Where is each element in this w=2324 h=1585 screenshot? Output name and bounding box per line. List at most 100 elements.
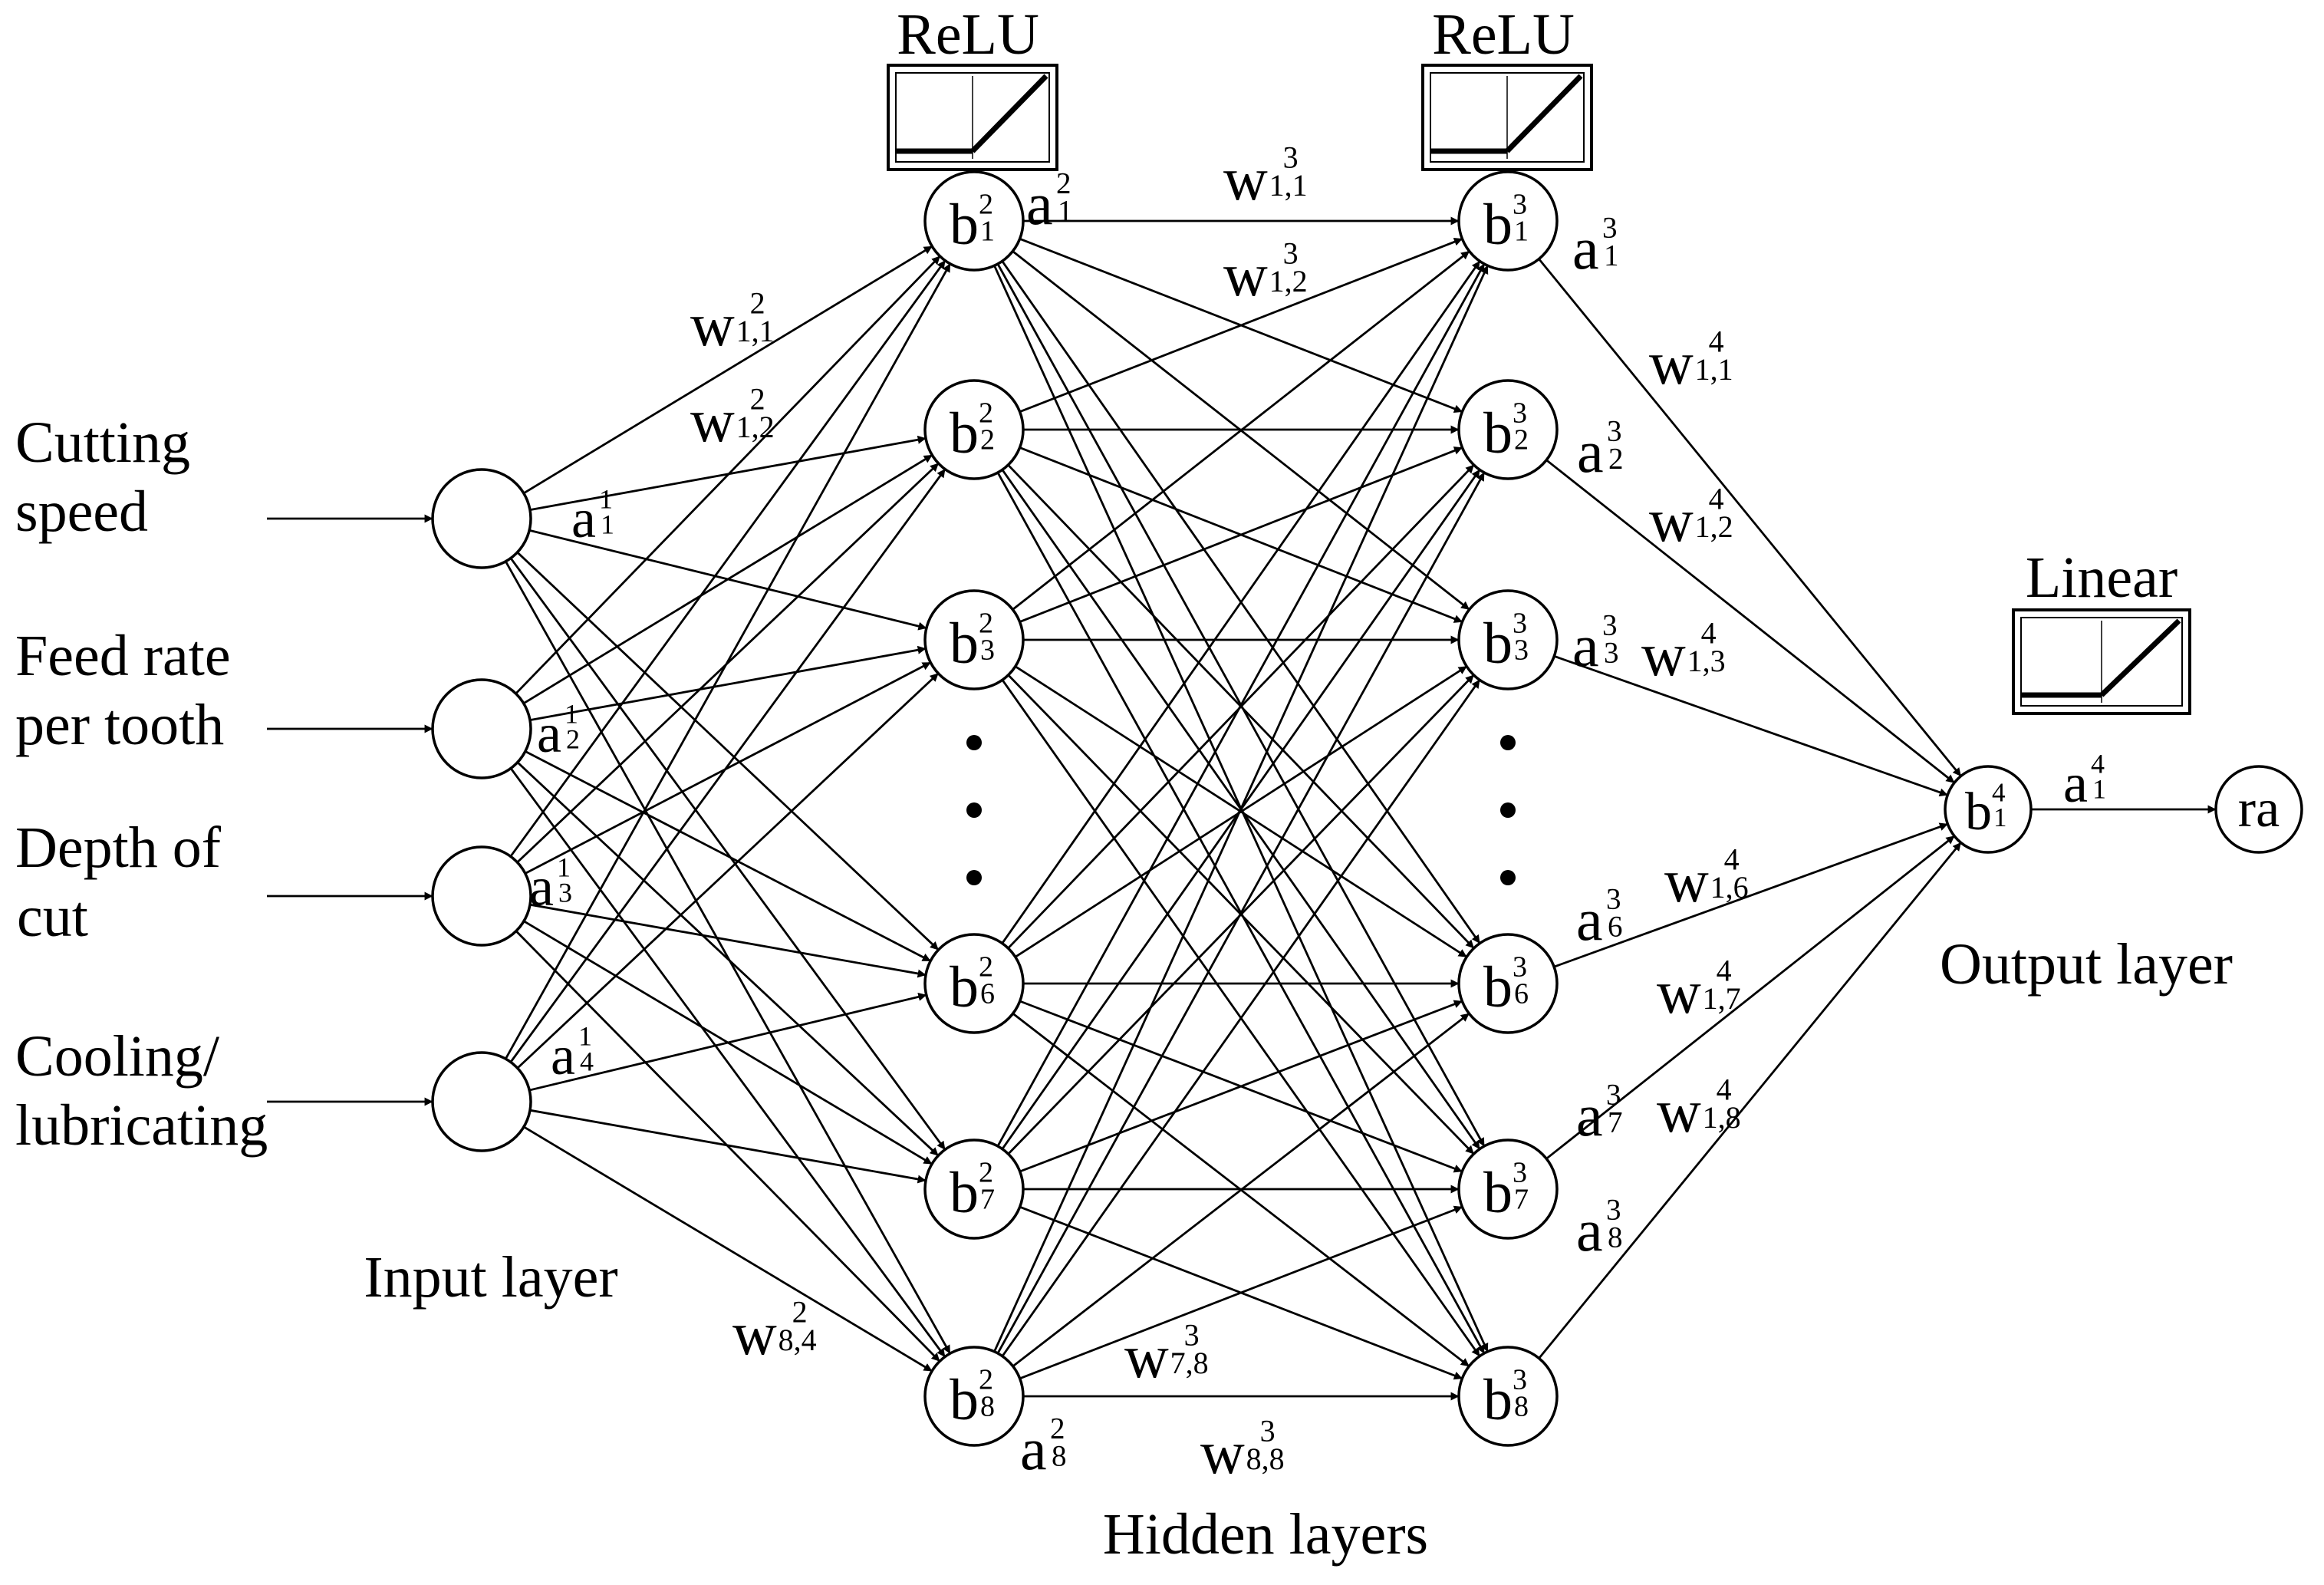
svg-text:a: a <box>537 703 561 764</box>
edge-h1-6-h2-4 <box>1012 1013 1470 1367</box>
svg-text:2: 2 <box>979 951 993 983</box>
svg-text:b: b <box>1483 401 1513 466</box>
hidden2-node-4 <box>1457 933 1559 1034</box>
hidden1-node-6 <box>923 1346 1025 1447</box>
edge-in1-h1-6 <box>505 561 951 1354</box>
svg-text:3: 3 <box>1283 236 1299 270</box>
svg-text:3: 3 <box>1513 951 1527 983</box>
output-node <box>1944 765 2033 854</box>
svg-text:1: 1 <box>599 484 613 515</box>
svg-text:b: b <box>950 955 979 1020</box>
svg-text:2: 2 <box>979 607 993 639</box>
edge-h2-1-out <box>1538 258 1962 777</box>
svg-text:3: 3 <box>1513 397 1527 429</box>
svg-text:7: 7 <box>1608 1106 1623 1138</box>
svg-text:w: w <box>1657 1078 1701 1145</box>
hidden-layers-title: Hidden layers <box>1103 1502 1428 1567</box>
svg-text:1,7: 1,7 <box>1703 981 1741 1016</box>
input-node-2 <box>431 678 532 779</box>
svg-text:a: a <box>1572 215 1599 282</box>
svg-text:a: a <box>1020 1415 1047 1482</box>
svg-text:b: b <box>950 1368 979 1432</box>
edge-h2-4-out <box>1553 822 1948 968</box>
relu-plot-hidden2 <box>1421 64 1593 171</box>
svg-text:b: b <box>1483 1161 1513 1225</box>
svg-text:8,4: 8,4 <box>779 1323 817 1357</box>
edge-h1-6-h2-2 <box>996 472 1486 1354</box>
edge-h2-3-out <box>1553 654 1948 797</box>
svg-text:a: a <box>1026 170 1053 237</box>
hidden2-node-5 <box>1457 1138 1559 1240</box>
ra-node <box>2214 765 2303 854</box>
svg-text:1: 1 <box>1993 802 2007 832</box>
ellipsis-dot-2-3 <box>1500 870 1516 885</box>
svg-text:a: a <box>1577 418 1604 485</box>
svg-text:w: w <box>1200 1419 1245 1487</box>
svg-text:w: w <box>1223 146 1268 213</box>
svg-text:2: 2 <box>792 1294 808 1329</box>
svg-text:4: 4 <box>1992 778 2006 808</box>
edge-h1-4-h2-1 <box>1001 260 1481 944</box>
svg-text:3: 3 <box>1184 1317 1200 1352</box>
svg-text:8: 8 <box>1514 1390 1529 1422</box>
svg-text:1,2: 1,2 <box>1695 509 1733 544</box>
hidden1-node-4 <box>923 933 1025 1034</box>
svg-text:b: b <box>1483 611 1513 676</box>
svg-text:2: 2 <box>566 724 580 755</box>
svg-text:w: w <box>1649 330 1694 397</box>
svg-text:b: b <box>1483 193 1513 257</box>
edge-in3-h1-1 <box>509 259 946 858</box>
edge-in4-h1-5 <box>529 1109 927 1184</box>
svg-text:3: 3 <box>1606 1078 1621 1111</box>
svg-text:7: 7 <box>980 1183 995 1215</box>
hidden1-node-2 <box>923 379 1025 480</box>
svg-text:a: a <box>2063 753 2088 814</box>
svg-text:a: a <box>1572 612 1599 679</box>
svg-text:w: w <box>1657 959 1701 1026</box>
svg-text:1,2: 1,2 <box>1269 264 1308 298</box>
svg-text:8,8: 8,8 <box>1246 1442 1285 1476</box>
linear-plot-output <box>2012 608 2191 715</box>
svg-text:7,8: 7,8 <box>1170 1346 1209 1380</box>
edge-in4-h1-4 <box>528 993 927 1092</box>
edge-in1-h1-5 <box>509 557 946 1151</box>
edge-in2-h1-1 <box>515 255 941 695</box>
svg-text:1: 1 <box>601 509 614 540</box>
edge-h1-5-h2-4 <box>1019 1000 1463 1173</box>
hidden2-node-3 <box>1457 589 1559 690</box>
input-node-1 <box>431 468 532 569</box>
edge-h1-5-h2-1 <box>996 263 1486 1147</box>
svg-text:4: 4 <box>1701 615 1717 650</box>
hidden1-node-1 <box>923 170 1025 272</box>
edge-in2-h1-5 <box>516 761 940 1157</box>
svg-text:w: w <box>1641 621 1686 689</box>
hidden2-node-1 <box>1457 170 1559 272</box>
svg-text:3: 3 <box>1604 636 1619 669</box>
edge-h1-2-h2-1 <box>1019 237 1463 414</box>
svg-text:3: 3 <box>1514 634 1529 666</box>
svg-text:4: 4 <box>2091 749 2105 779</box>
svg-text:2: 2 <box>1050 1412 1065 1445</box>
svg-text:3: 3 <box>1513 188 1527 220</box>
svg-text:2: 2 <box>979 397 993 429</box>
edge-h2-5-out <box>1545 835 1955 1160</box>
svg-text:1,3: 1,3 <box>1687 644 1726 678</box>
relu-label-hidden1: ReLU <box>897 2 1039 67</box>
svg-text:8: 8 <box>980 1390 995 1422</box>
svg-text:3: 3 <box>1260 1413 1276 1448</box>
